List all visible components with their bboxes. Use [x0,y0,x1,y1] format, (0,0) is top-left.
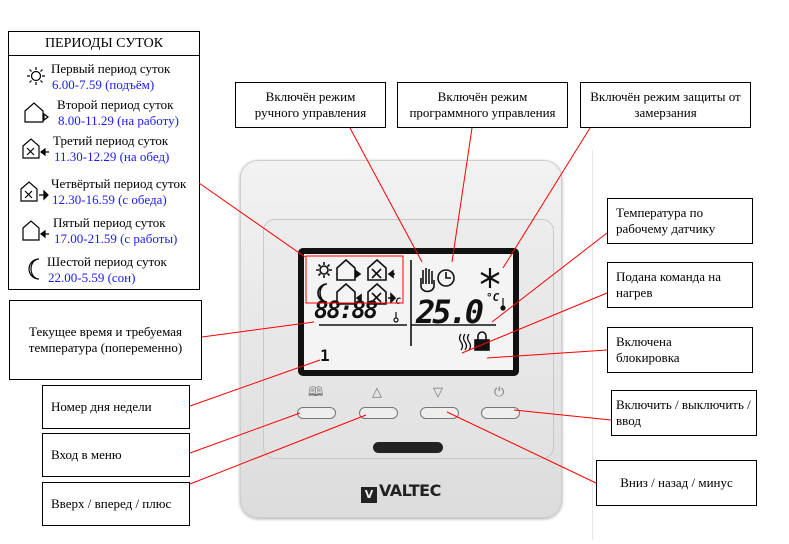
unit: °C [486,291,500,304]
clock-icon [437,269,455,287]
callout-down: Вниз / назад / минус [596,460,757,506]
down-button[interactable] [420,407,459,419]
callout-menu: Вход в меню [42,433,190,477]
lunch-arrive-icon [367,258,395,281]
period-item: Первый период суток 6.00-7.59 (подъём) [9,62,199,94]
period-item: Третий период суток 11.30-12.29 (на обед… [9,134,199,166]
callout-lock: Включена блокировка [607,327,753,373]
slot [373,442,443,453]
periods-title: ПЕРИОДЫ СУТОК [9,32,199,56]
up-triangle-icon: △ [372,385,382,400]
callout-manual-mode: Включён режим ручного управления [235,82,386,128]
callout-up: Вверх / вперед / плюс [42,482,190,526]
callout-time-temp: Текущее время и требуемая температура (п… [9,300,202,380]
up-button[interactable] [359,407,398,419]
brand-mark: V [361,487,377,503]
period-time: 8.00-11.29 (на работу) [58,113,179,128]
sun-icon [316,262,332,278]
period-item: Пятый период суток 17.00-21.59 (с работы… [9,216,199,248]
period-name: Четвёртый период суток [51,176,187,191]
moon-icon [28,258,40,280]
day-number: 1 [320,346,330,365]
period-time: 6.00-7.59 (подъём) [52,77,155,92]
down-triangle-icon: ▽ [433,385,443,400]
temperature-readout: 25.0 [416,293,484,331]
period-item: Шестой период суток 22.00-5.59 (сон) [9,255,199,287]
sun-icon [27,67,45,85]
periods-legend: ПЕРИОДЫ СУТОК Первый период суток 6.00-7… [8,31,200,290]
period-item: Четвёртый период суток 12.30-16.59 (с об… [9,177,199,209]
hand-icon [420,268,435,293]
callout-freeze-mode: Включён режим защиты от замерзания [580,82,751,128]
brand-name: VALTEC [379,481,441,500]
house-leave-icon [24,102,49,123]
power-button[interactable] [481,407,520,419]
power-icon: ⏻ [494,385,505,400]
period-item: Второй период суток 8.00-11.29 (на работ… [9,98,199,130]
heating-icon [458,333,472,351]
period-name: Третий период суток [53,133,169,148]
lock-icon [474,331,490,351]
period-name: Шестой период суток [47,254,167,269]
period-name: Второй период суток [57,97,174,112]
snowflake-icon [480,268,500,288]
period-name: Пятый период суток [53,215,166,230]
period-time: 12.30-16.59 (с обеда) [52,192,167,207]
lcd-display: 88:88 °C 25.0 °C 1 [298,248,519,376]
period-time: 22.00-5.59 (сон) [48,270,136,285]
period-name: Первый период суток [51,61,171,76]
clock-readout: 88:88 [314,296,378,324]
period-time: 17.00-21.59 (с работы) [54,231,178,246]
divider [592,150,593,540]
lunch-leave-icon [20,181,49,202]
unit-small: °C [390,297,401,307]
callout-heating: Подана команда на нагрев [607,262,753,308]
callout-power: Включить / выключить /ввод [611,390,757,436]
callout-program-mode: Включён режим программного управления [397,82,568,128]
menu-button[interactable] [297,407,336,419]
lunch-arrive-icon [22,138,49,159]
house-arrive-icon [22,220,49,241]
callout-day-number: Номер дня недели [42,385,190,429]
menu-book-icon: 🕮 [308,385,324,400]
callout-sensor-temp: Температура по рабочему датчику [607,198,753,244]
period-time: 11.30-12.29 (на обед) [54,149,170,164]
house-leave-icon [336,258,362,281]
